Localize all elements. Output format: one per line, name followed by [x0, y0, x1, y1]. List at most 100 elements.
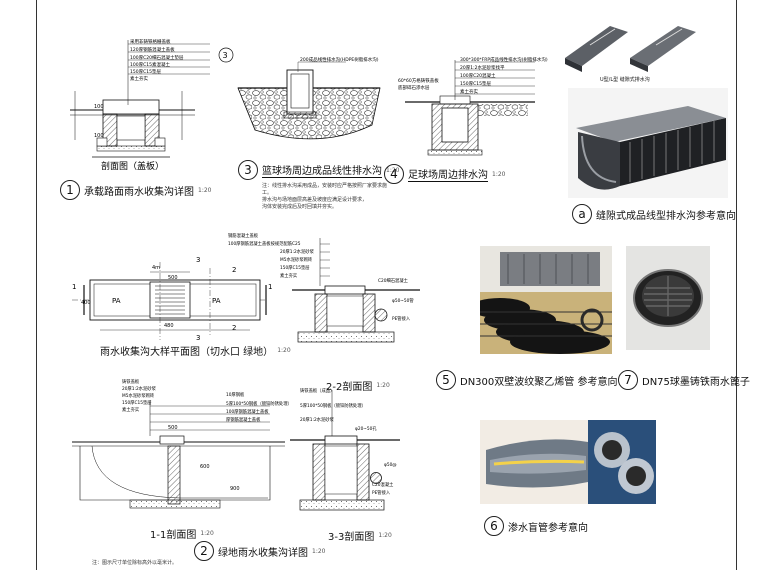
- d2-plan-label-6: 900: [230, 486, 240, 492]
- detail-4-scale: 1:20: [492, 170, 506, 178]
- plan-label-pa-left: PA: [112, 297, 121, 305]
- detail-1-number: 1: [60, 180, 80, 200]
- photo-blind-pipe: [480, 420, 656, 504]
- d2-layer-2: M5水泥砂浆砌砖: [122, 392, 155, 399]
- section-2-2-title: 2-2剖面图: [326, 382, 373, 393]
- s22-layer-1: 100厚钢筋混凝土盖板按规范配筋C25: [228, 240, 301, 247]
- detail-3-note-1: 排水沟与场地面层高差及坡度应满足设计要求，: [262, 197, 368, 203]
- section-2-2-scale: 1:20: [376, 382, 390, 389]
- d2-plan-label-4: 500: [168, 425, 178, 431]
- detail-2-title: 绿地雨水收集沟详图: [218, 547, 308, 559]
- plan-dim-0: 500: [168, 275, 178, 281]
- plan-label-sec2b: 2: [232, 324, 236, 332]
- d4-layer-4: 素土夯实: [460, 88, 478, 95]
- channel-drain-image: [576, 106, 726, 190]
- photo-6-number: 6: [484, 516, 504, 536]
- d1-layer-0: 采用非铸铁格栅盖板: [130, 38, 171, 45]
- d1-tag: 3: [223, 51, 228, 60]
- detail-2-number: 2: [194, 541, 214, 561]
- section-1-1: [72, 400, 285, 509]
- s33-label-1: 5厚100*50钢板（镀锌防锈处理）: [300, 402, 366, 409]
- plan-label-sec3b: 3: [196, 334, 200, 342]
- s22-layer-0: 钢筋混凝土盖板: [228, 232, 259, 239]
- detail-3-note-0: 注：线性排水沟采用成品，安装时应严格按照厂家要求施工。: [262, 183, 388, 196]
- d2-plan-label-1: 5厚100*50钢板（镀锌防锈处理）: [226, 400, 292, 407]
- s22-layer-4: 150厚C15垫层: [280, 264, 310, 271]
- detail-3-section: [237, 61, 381, 140]
- photo-drain-grate: [626, 246, 710, 350]
- s33-label-3: φ20~50孔: [355, 425, 377, 432]
- d4-left-label-0: 60*60方格铸铁盖板: [398, 77, 439, 84]
- photo-5-title: DN300双壁波纹聚乙烯管 参考意向: [460, 376, 618, 388]
- d2-layer-1: 20厚1:2水泥砂浆: [122, 385, 157, 392]
- d1-layer-3: 100厚C15素混凝土: [130, 61, 170, 68]
- plan-scale: 1:20: [277, 347, 291, 354]
- d4-layer-1: 20厚1:2水泥砂浆找平: [460, 64, 505, 71]
- d3-layer-0: 200成品线性排水沟(HDPE树脂排水沟): [300, 56, 379, 63]
- s22-layer-3: M5水泥砂浆砌砖: [280, 256, 313, 263]
- detail-3-title: 篮球场周边成品线性排水沟: [262, 162, 382, 178]
- detail-4-title: 足球场周边排水沟: [408, 166, 488, 182]
- detail-3-caption: 3 篮球场周边成品线性排水沟 1:20: [238, 160, 399, 180]
- detail-2-caption: 2 绿地雨水收集沟详图 1:20: [194, 541, 325, 561]
- sheet-frame-left: [36, 0, 37, 570]
- section-2-2: [292, 238, 420, 343]
- plan-dim-1: 480: [164, 323, 174, 329]
- photo-5-number: 5: [436, 370, 456, 390]
- slot-drain-label: U型/L型 缝隙式排水沟: [600, 77, 650, 83]
- detail-1-section: [70, 40, 210, 152]
- plan-label-sec3a: 3: [196, 256, 200, 264]
- s22-right-0: C20细石混凝土: [378, 277, 409, 284]
- d2-plan-label-0: 10厚钢板: [226, 391, 245, 398]
- d2-plan-label-3: 厚钢筋混凝土盖板: [226, 416, 261, 423]
- plan-dim-3: 4m: [152, 265, 160, 271]
- blind-pipe-image: [480, 420, 656, 504]
- detail-1-caption: 1 承载路面雨水收集沟详图 1:20: [60, 180, 211, 200]
- photo-6-title: 渗水盲管参考意向: [508, 522, 588, 534]
- photo-6-caption: 6 渗水盲管参考意向: [484, 516, 588, 536]
- s33-label-5: C20混凝土: [372, 481, 394, 488]
- d1-subtitle: 剖面图（盖板）: [101, 160, 164, 172]
- photo-slot-drain-product: [560, 18, 700, 76]
- detail-2-scale: 1:20: [312, 547, 326, 555]
- section-3-3-title: 3-3剖面图: [328, 532, 375, 543]
- section-1-1-title: 1-1剖面图: [150, 530, 197, 541]
- detail-3-number: 3: [238, 160, 258, 180]
- detail-a-title: 缝隙式成品线型排水沟参考意向: [596, 210, 736, 222]
- detail-4-caption: 4 足球场周边排水沟 1:20: [384, 164, 505, 184]
- d4-layer-0: 300*300*FRP成品线性排水沟(树脂排水沟): [460, 56, 548, 63]
- s33-label-6: PE管接入: [372, 489, 391, 496]
- d1-layer-4: 150厚C15垫层: [130, 68, 161, 75]
- section-3-3: [290, 390, 400, 511]
- detail-1-title: 承载路面雨水收集沟详图: [84, 186, 194, 198]
- detail-3-note-2: 沟体安装完成后及时回填并夯实。: [262, 204, 338, 210]
- section-1-1-caption: 1-1剖面图 1:20: [150, 526, 214, 541]
- d2-layer-0: 铸铁盖板: [122, 378, 140, 385]
- plan-label-sec1a: 1: [72, 283, 76, 291]
- s22-right-2: PE管接入: [392, 315, 411, 322]
- s22-layer-5: 素土夯实: [280, 272, 298, 279]
- d4-layer-3: 150厚C15垫层: [460, 80, 491, 87]
- photo-corrugated-pipe: [480, 246, 612, 354]
- d1-layer-5: 素土夯实: [130, 75, 148, 82]
- plan-view: [72, 262, 267, 340]
- plan-title: 雨水收集沟大样平面图（切水口 绿地）: [100, 347, 274, 358]
- detail-4-number: 4: [384, 164, 404, 184]
- d4-left-label-1: 底部碎石渗水层: [398, 84, 430, 91]
- drain-grate-image: [633, 269, 703, 327]
- detail-a-number: a: [572, 204, 592, 224]
- plan-label-pa-right: PA: [212, 297, 221, 305]
- section-1-1-scale: 1:20: [200, 530, 214, 537]
- photo-7-title: DN75球墨铸铁雨水篦子: [642, 376, 750, 388]
- photo-7-caption: 7 DN75球墨铸铁雨水篦子: [618, 370, 750, 390]
- d1-dim-1: 100: [94, 133, 104, 139]
- photo-7-number: 7: [618, 370, 638, 390]
- s33-label-4: φ50@: [384, 462, 397, 468]
- detail-2-note: 注：图示尺寸单位除标高外以毫米计。: [92, 560, 178, 566]
- s33-label-2: 20厚1:2水泥砂浆: [300, 416, 335, 423]
- section-3-3-scale: 1:20: [378, 532, 392, 539]
- s33-label-0: 铸铁盖板（成品）: [300, 387, 334, 394]
- sheet-frame-right: [736, 0, 737, 570]
- slot-drain-product-image: [565, 26, 696, 72]
